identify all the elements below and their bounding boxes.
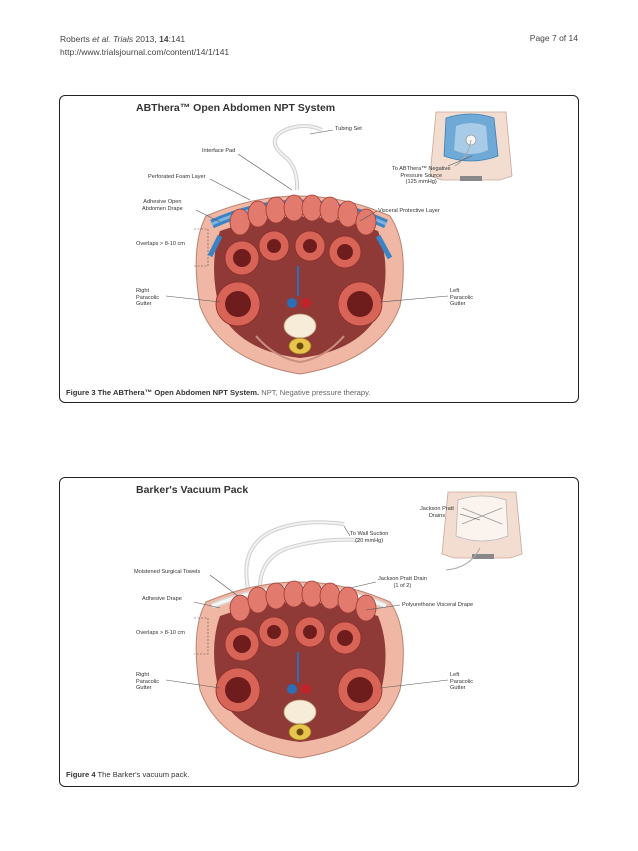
label-jackson-pratt-drains: Jackson Pratt Drains [420, 506, 454, 519]
label-foam-layer: Perforated Foam Layer [148, 174, 206, 180]
label-tubing-set: Tubing Set [335, 126, 362, 132]
label-right-gutter: Right Paracolic Gutter [136, 288, 160, 307]
label-polyurethane-drape: Polyurethane Visceral Drape [402, 602, 474, 608]
label-overlaps: Overlaps > 8-10 cm [136, 630, 185, 636]
abdomen-cross-section [195, 580, 404, 759]
page-number: Page 7 of 14 [529, 33, 578, 43]
running-header: Roberts et al. Trials 2013, 14:141 http:… [60, 33, 229, 59]
label-left-gutter: Left Paracolic Gutter [450, 672, 474, 691]
label-adhesive-drape: Adhesive Open Abdomen Drape [142, 199, 183, 212]
label-pressure-source: To ABThera™ Negative Pressure Source (12… [392, 166, 451, 185]
abdomen-cross-section [195, 194, 404, 375]
figure-3-caption: Figure 3 The ABThera™ Open Abdomen NPT S… [66, 388, 371, 397]
label-visceral-layer: Visceral Protective Layer [378, 208, 440, 214]
article-url[interactable]: http://www.trialsjournal.com/content/14/… [60, 47, 230, 57]
label-adhesive-drape: Adhesive Drape [142, 596, 182, 602]
label-wall-suction: To Wall Suction (20 mmHg) [350, 531, 389, 544]
label-left-gutter: Left Paracolic Gutter [450, 288, 474, 307]
abthera-diagram [165, 111, 513, 375]
label-interface-pad: Interface Pad [202, 148, 236, 154]
leader-lines [165, 129, 473, 303]
diagram-title: Barker's Vacuum Pack [136, 484, 249, 496]
label-right-gutter: Right Paracolic Gutter [136, 672, 160, 691]
figure-4: Barker's Vacuum Pack Jackson Pratt Drain… [59, 477, 579, 787]
inset-thumbnail [441, 491, 523, 571]
label-overlaps: Overlaps > 8-10 cm [136, 241, 185, 247]
diagram-title: ABThera™ Open Abdomen NPT System [136, 102, 336, 114]
figure-3: ABThera™ Open Abdomen NPT System Tubing … [59, 95, 579, 403]
label-jackson-pratt-drain: Jackson Pratt Drain (1 of 2) [378, 576, 427, 589]
figure-4-caption: Figure 4 The Barker's vacuum pack. [66, 770, 190, 779]
inset-thumbnail [429, 111, 513, 181]
leader-lines [165, 513, 481, 689]
barker-diagram [165, 491, 523, 759]
citation-line: Roberts et al. Trials 2013, 14:141 [60, 34, 186, 44]
label-surgical-towels: Moistened Surgical Towels [134, 569, 201, 575]
